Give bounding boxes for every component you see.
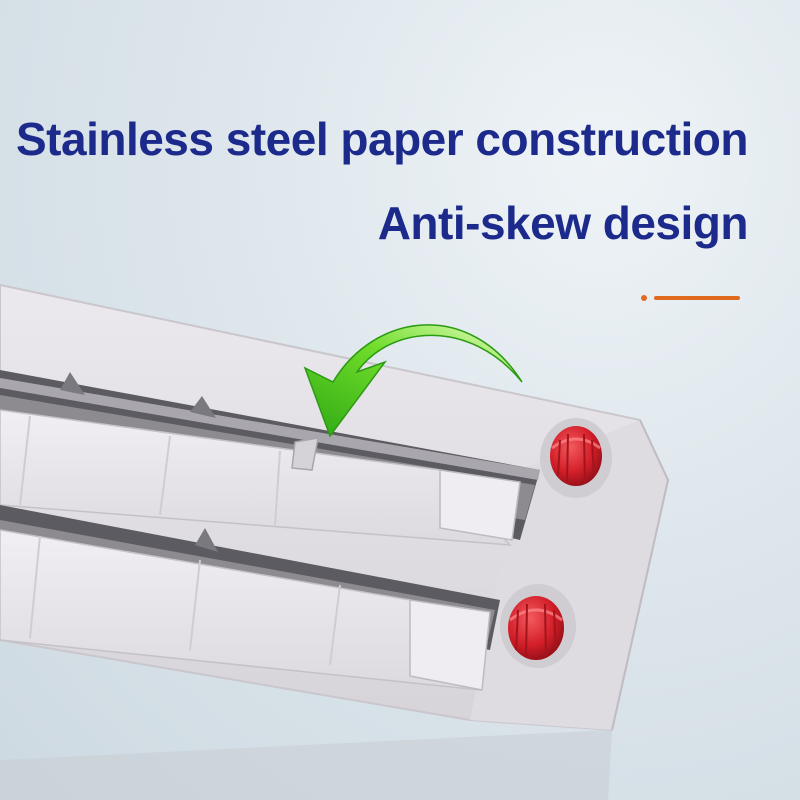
- knob-icon[interactable]: [508, 596, 564, 660]
- accent-dot: [641, 295, 647, 301]
- steel-guide-rail: [0, 378, 540, 480]
- lower-paper-tray: [0, 530, 480, 690]
- lower-slide-guide: [409, 599, 491, 691]
- upper-slide-guide: [439, 469, 521, 541]
- anti-skew-stop: [291, 437, 319, 471]
- headline-line-1: Stainless steel paper construction: [15, 113, 749, 165]
- paper-guide-tab: [195, 528, 218, 552]
- headline-line-2: Anti-skew design: [377, 197, 749, 249]
- curved-arrow-icon: [303, 324, 523, 438]
- accent-divider: [654, 296, 740, 300]
- paper-guide-tab: [190, 396, 216, 418]
- knob-icon[interactable]: [550, 426, 602, 486]
- paper-guide-tab: [60, 372, 85, 395]
- upper-paper-tray: [0, 410, 510, 545]
